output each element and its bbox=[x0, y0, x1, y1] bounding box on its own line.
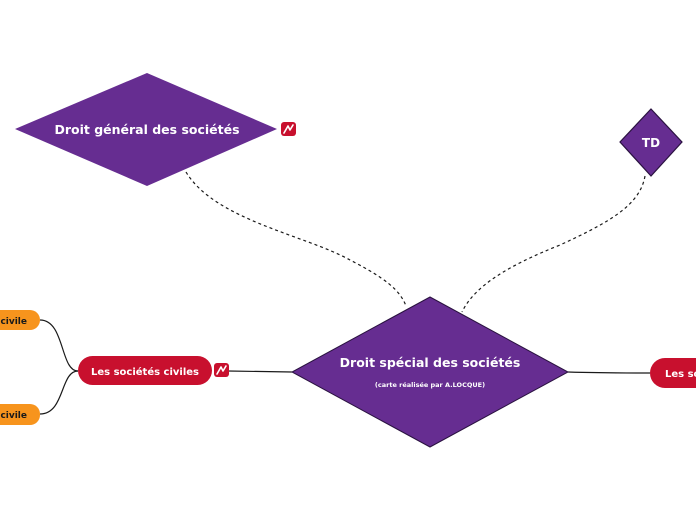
node-civiles-label: Les sociétés civiles bbox=[91, 366, 199, 378]
mindmap-link-icon[interactable] bbox=[214, 363, 229, 377]
connector-general-to-central bbox=[185, 171, 407, 307]
node-general-label: Droit général des sociétés bbox=[54, 122, 239, 137]
connector-td-to-central bbox=[461, 175, 646, 313]
node-right[interactable]: Les so bbox=[650, 358, 696, 388]
node-central-sublabel: (carte réalisée par A.LOCQUE) bbox=[375, 381, 485, 389]
connector-civiles-to-orange-bottom bbox=[39, 370, 79, 415]
node-central-label: Droit spécial des sociétés bbox=[340, 355, 521, 370]
node-td-label: TD bbox=[642, 136, 660, 150]
node-orange-bottom[interactable]: civile bbox=[0, 404, 40, 425]
node-td[interactable]: TD bbox=[619, 108, 683, 177]
connector-central-to-civiles bbox=[227, 370, 293, 373]
node-orange-top[interactable]: civile bbox=[0, 310, 40, 330]
connector-civiles-to-orange-top bbox=[39, 319, 79, 372]
node-orange-top-label: civile bbox=[0, 317, 27, 327]
node-general[interactable]: Droit général des sociétés bbox=[15, 73, 277, 186]
connector-central-to-right bbox=[567, 371, 651, 374]
node-right-label: Les so bbox=[665, 369, 696, 380]
node-central[interactable]: Droit spécial des sociétés (carte réalis… bbox=[290, 296, 570, 448]
node-civiles[interactable]: Les sociétés civiles bbox=[78, 356, 212, 385]
mindmap-link-icon[interactable] bbox=[281, 122, 296, 136]
node-orange-bottom-label: civile bbox=[0, 411, 27, 421]
